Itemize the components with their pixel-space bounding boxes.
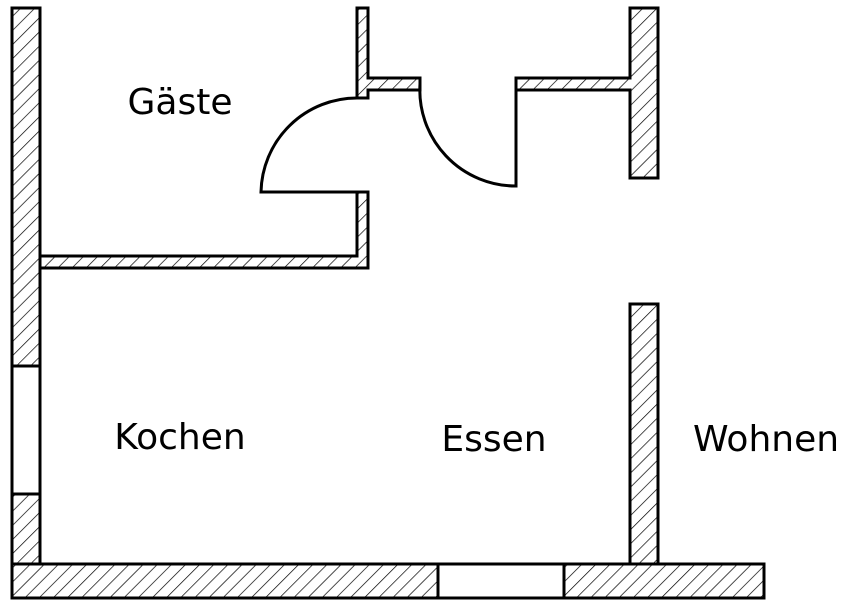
door-guest [259,96,358,194]
wall-bottom-right [562,562,766,600]
wall-guest-bottom [38,190,370,270]
room-label-essen: Essen [441,419,546,460]
room-label-wohnen: Wohnen [693,419,839,460]
window-bottom [436,562,566,600]
wall-hall-upper-right [514,6,660,180]
wall-left-upper [10,6,42,368]
wall-guest-right [355,6,422,100]
wall-living-partition [628,302,660,566]
room-label-kochen: Kochen [114,417,245,458]
wall-bottom-left [10,562,440,600]
window-left [10,364,42,496]
wall-left-lower [10,492,42,566]
door-hall [418,83,518,188]
room-label-gaeste: Gäste [128,82,233,123]
